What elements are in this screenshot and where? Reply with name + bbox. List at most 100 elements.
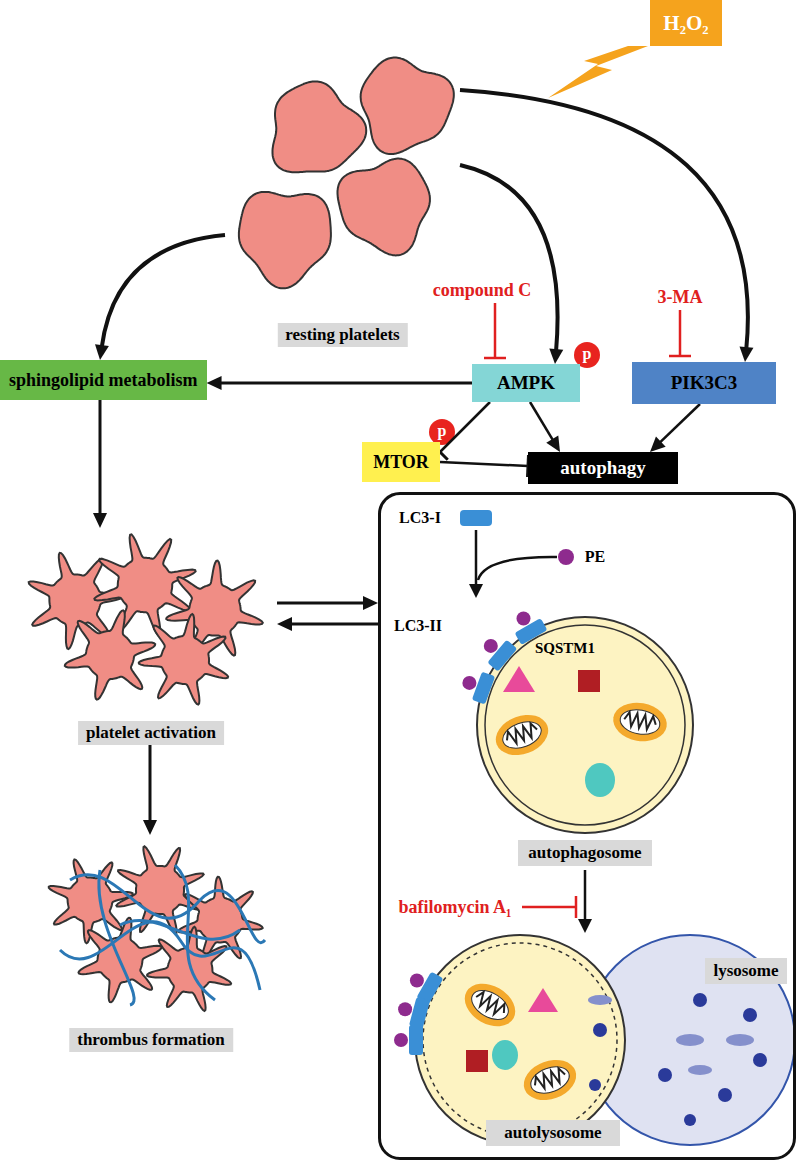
connector xyxy=(143,745,157,835)
platelet-shape xyxy=(239,192,331,288)
autophagosome-membrane xyxy=(485,625,685,825)
node-label: thrombus formation xyxy=(69,1028,233,1052)
connector-line xyxy=(440,462,528,466)
connector-line xyxy=(99,400,102,516)
pe-dot xyxy=(558,549,574,565)
connector xyxy=(277,596,378,610)
lysosome-enzymes xyxy=(588,995,612,1091)
lysosome-enzymes xyxy=(658,993,767,1126)
connector xyxy=(277,617,378,631)
platelet-shape xyxy=(338,159,430,256)
mitochondrion xyxy=(457,975,523,1035)
connector-line xyxy=(149,745,152,823)
pe-dot xyxy=(517,612,531,626)
pe-dot xyxy=(410,974,424,988)
stage-label: lysosome xyxy=(705,958,786,984)
pe-dot xyxy=(394,1033,408,1047)
platelet-shape xyxy=(361,58,454,155)
node-label: autolysosome xyxy=(504,1123,601,1143)
connector xyxy=(207,376,472,390)
cargo-square xyxy=(578,670,600,692)
mitochondrion xyxy=(490,708,554,762)
protein-label: SQSTM1 xyxy=(535,640,595,657)
connector xyxy=(440,455,528,477)
lc3-protein xyxy=(460,510,492,526)
node-label: MTOR xyxy=(373,452,429,473)
node-label: H₂O₂ xyxy=(663,11,708,36)
protein-label: LC3-I xyxy=(399,509,441,527)
inhibitor-label: 3-MA xyxy=(658,287,703,308)
platelet-group: resting platelets xyxy=(225,55,460,347)
arrow-head xyxy=(546,436,560,452)
lc3-protein xyxy=(409,997,430,1030)
cargo-oval xyxy=(492,1040,518,1070)
kinase-box: MTOR xyxy=(362,442,440,482)
platelet-shape xyxy=(65,610,155,699)
process-box: autophagy xyxy=(528,452,678,484)
connector xyxy=(93,400,107,528)
cargo-triangle xyxy=(528,988,558,1012)
node-label: sphingolipid metabolism xyxy=(9,370,198,391)
connector xyxy=(460,90,753,362)
pe-dot xyxy=(462,676,476,690)
connector-line xyxy=(460,165,558,352)
cargo-oval xyxy=(585,763,615,797)
stage-label: autophagosome xyxy=(518,840,652,866)
process-box: sphingolipid metabolism xyxy=(0,360,207,400)
arrow-line xyxy=(478,557,557,580)
lc3-protein xyxy=(472,672,495,705)
node-label: autophagosome xyxy=(528,843,641,863)
autophagy-panel: autophagosome lysosome autolysosome xyxy=(378,492,796,1160)
autolysosome-membrane xyxy=(415,935,625,1145)
lc3-protein xyxy=(409,1025,423,1055)
connector-line xyxy=(460,90,748,350)
mitochondrion xyxy=(518,1053,582,1107)
mitochondrion xyxy=(610,699,670,746)
connector-line xyxy=(440,402,490,452)
platelet-group: platelet activation xyxy=(25,528,277,745)
phospho-mark: p xyxy=(583,345,592,363)
arrow-head xyxy=(578,919,592,933)
connector-line xyxy=(289,623,378,626)
connector xyxy=(432,402,490,460)
pe-dot xyxy=(398,1002,412,1016)
stage-label: autolysosome xyxy=(486,1120,620,1146)
autolysosome-membrane xyxy=(423,943,617,1137)
connector-line xyxy=(102,235,225,348)
arrow-line xyxy=(475,530,478,586)
connector-line xyxy=(659,404,700,444)
connector-line xyxy=(277,602,366,605)
platelet-drawings xyxy=(29,58,454,1011)
kinase-box: AMPK xyxy=(472,364,580,402)
inhibitor-label: compound C xyxy=(433,280,532,301)
cargo-triangle xyxy=(503,666,535,692)
phospho-mark: p xyxy=(438,422,447,440)
node-label: PIK3C3 xyxy=(671,372,738,394)
pe-dot xyxy=(484,639,498,653)
arrow-head xyxy=(469,584,483,598)
connector xyxy=(460,165,563,364)
kinase-box: PIK3C3 xyxy=(632,362,776,404)
connector-line xyxy=(530,402,554,442)
node-label: lysosome xyxy=(713,961,778,981)
fibrin-strands xyxy=(60,865,265,1005)
connector xyxy=(530,402,560,452)
cargo-square xyxy=(466,1050,488,1072)
lc3-ii-proteins xyxy=(394,612,547,1056)
arrow-line xyxy=(584,870,587,920)
connector xyxy=(95,235,225,360)
thrombus-group: thrombus formation xyxy=(25,835,277,1052)
node-label: resting platelets xyxy=(277,323,407,347)
lightning-bolt xyxy=(548,46,648,98)
node-label: AMPK xyxy=(497,372,555,394)
autophagosome-membrane xyxy=(477,617,693,833)
node-label: autophagy xyxy=(560,457,646,479)
platelet-shape xyxy=(273,81,367,172)
protein-label: LC3-II xyxy=(394,617,442,635)
inhibitor-label: bafilomycin A₁ xyxy=(399,897,512,918)
node-label: platelet activation xyxy=(78,721,224,745)
lipid-label: PE xyxy=(585,548,605,566)
